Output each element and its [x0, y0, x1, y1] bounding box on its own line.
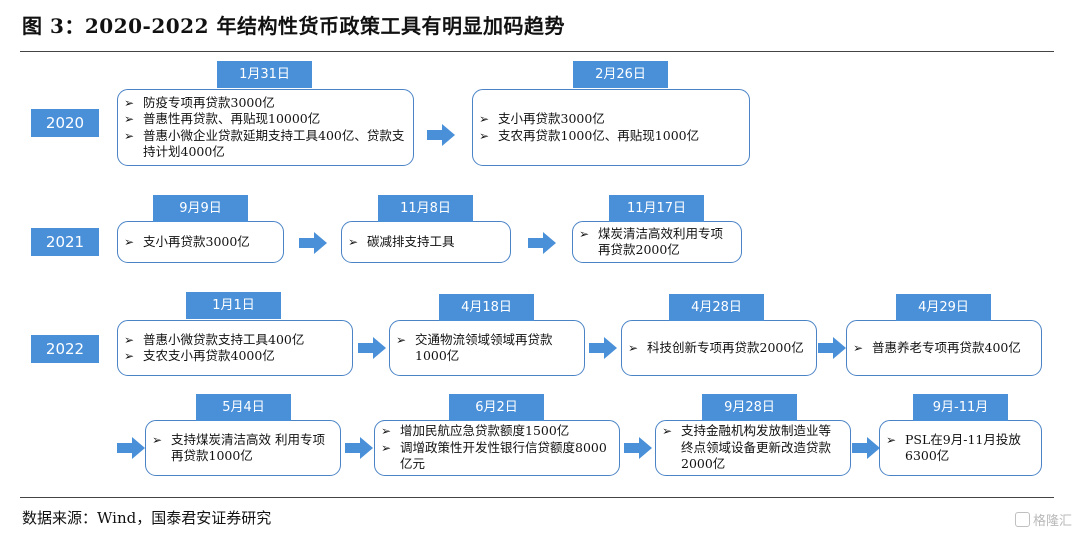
right-arrow-icon — [345, 437, 373, 459]
event-box: 科技创新专项再贷款2000亿 — [621, 320, 817, 376]
event-item: 支农支小再贷款4000亿 — [124, 348, 344, 365]
event-item: 普惠养老专项再贷款400亿 — [853, 340, 1033, 357]
right-arrow-icon — [358, 337, 386, 359]
event-date: 4月28日 — [669, 294, 764, 321]
event-item: 煤炭清洁高效利用专项再贷款2000亿 — [579, 226, 733, 259]
right-arrow-icon — [818, 337, 846, 359]
event-item: 交通物流领域领域再贷款1000亿 — [396, 332, 576, 365]
watermark-logo-icon — [1014, 512, 1030, 527]
year-label-2022: 2022 — [31, 335, 99, 363]
event-box: 支持煤炭清洁高效 利用专项再贷款1000亿 — [145, 420, 341, 476]
right-arrow-icon — [624, 437, 652, 459]
event-item: 普惠性再贷款、再贴现10000亿 — [124, 111, 405, 128]
right-arrow-icon — [117, 437, 145, 459]
right-arrow-icon — [852, 437, 880, 459]
event-item: 支持金融机构发放制造业等终点领域设备更新改造贷款2000亿 — [662, 423, 842, 473]
event-box: 碳减排支持工具 — [341, 221, 511, 263]
event-item: 普惠小微企业贷款延期支持工具400亿、贷款支持计划4000亿 — [124, 128, 405, 161]
event-date: 1月1日 — [186, 292, 281, 319]
event-box: 普惠小微贷款支持工具400亿 支农支小再贷款4000亿 — [117, 320, 353, 376]
event-date: 9月9日 — [153, 195, 248, 222]
bottom-divider — [20, 497, 1054, 498]
source-note: 数据来源：Wind，国泰君安证券研究 — [22, 509, 272, 527]
event-item: 支小再贷款3000亿 — [479, 111, 741, 128]
event-date: 2月26日 — [573, 61, 668, 88]
event-item: 科技创新专项再贷款2000亿 — [628, 340, 808, 357]
event-item: 增加民航应急贷款额度1500亿 — [381, 423, 611, 440]
watermark: 格隆汇 — [1014, 510, 1072, 529]
event-date: 9月28日 — [702, 394, 797, 421]
event-item: PSL在9月-11月投放6300亿 — [886, 432, 1033, 465]
event-item: 调增政策性开发性银行信贷额度8000亿元 — [381, 440, 611, 473]
right-arrow-icon — [528, 232, 556, 254]
event-box: 煤炭清洁高效利用专项再贷款2000亿 — [572, 221, 742, 263]
right-arrow-icon — [589, 337, 617, 359]
year-label-2021: 2021 — [31, 228, 99, 256]
event-date: 11月8日 — [378, 195, 473, 222]
right-arrow-icon — [427, 124, 455, 146]
event-box: PSL在9月-11月投放6300亿 — [879, 420, 1042, 476]
event-box: 交通物流领域领域再贷款1000亿 — [389, 320, 585, 376]
event-item: 普惠小微贷款支持工具400亿 — [124, 332, 344, 349]
event-box: 支持金融机构发放制造业等终点领域设备更新改造贷款2000亿 — [655, 420, 851, 476]
year-label-2020: 2020 — [31, 109, 99, 137]
right-arrow-icon — [299, 232, 327, 254]
event-item: 防疫专项再贷款3000亿 — [124, 95, 405, 112]
top-divider — [20, 51, 1054, 52]
event-date: 5月4日 — [196, 394, 291, 421]
event-item: 碳减排支持工具 — [348, 234, 502, 251]
event-box: 普惠养老专项再贷款400亿 — [846, 320, 1042, 376]
event-date: 1月31日 — [217, 61, 312, 88]
event-item: 支农再贷款1000亿、再贴现1000亿 — [479, 128, 741, 145]
event-date: 4月29日 — [896, 294, 991, 321]
event-box: 防疫专项再贷款3000亿 普惠性再贷款、再贴现10000亿 普惠小微企业贷款延期… — [117, 89, 414, 166]
watermark-text: 格隆汇 — [1032, 514, 1072, 529]
event-box: 支小再贷款3000亿 支农再贷款1000亿、再贴现1000亿 — [472, 89, 750, 166]
figure-title: 图 3：2020-2022 年结构性货币政策工具有明显加码趋势 — [22, 14, 565, 38]
event-item: 支持煤炭清洁高效 利用专项再贷款1000亿 — [152, 432, 332, 465]
event-date: 4月18日 — [439, 294, 534, 321]
event-date: 9月-11月 — [913, 394, 1008, 421]
event-box: 支小再贷款3000亿 — [117, 221, 284, 263]
event-date: 6月2日 — [449, 394, 544, 421]
event-item: 支小再贷款3000亿 — [124, 234, 275, 251]
event-box: 增加民航应急贷款额度1500亿 调增政策性开发性银行信贷额度8000亿元 — [374, 420, 620, 476]
event-date: 11月17日 — [609, 195, 704, 222]
